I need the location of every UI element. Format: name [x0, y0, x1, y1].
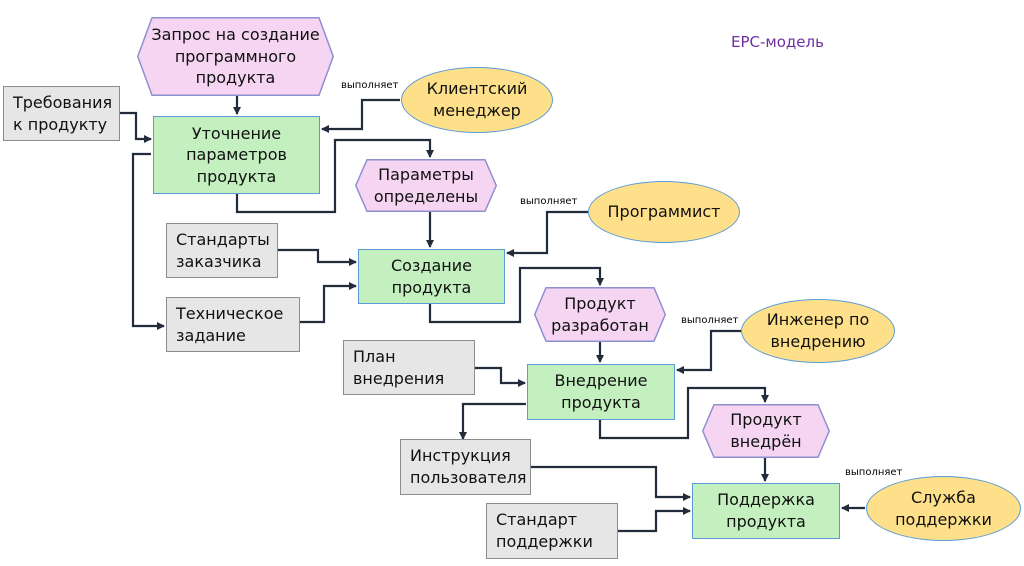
performs-label-support-service: выполняет — [845, 467, 903, 478]
info-customer-standards-label: Стандарты заказчика — [176, 229, 270, 271]
info-user-manual-label: Инструкция пользователя — [410, 446, 527, 487]
flow-user-manual-to-support — [531, 465, 691, 501]
org-support-service: Служба поддержки — [866, 476, 1021, 541]
info-requirements-label: Требования к продукту — [13, 92, 113, 134]
performs-label-programmer: выполняет — [520, 196, 578, 207]
flow-deploy-to-user-manual — [459, 402, 526, 440]
flow-create-to-product-developed — [428, 266, 604, 324]
flow-deploy-to-product-deployed — [598, 386, 769, 440]
diagram-title: EPC-модель — [731, 33, 824, 51]
org-programmer-label: Программист — [607, 202, 721, 222]
flow-programmer-to-create — [506, 210, 588, 257]
info-spec: Техническое задание — [166, 297, 300, 352]
org-client-manager-label: Клиентский менеджер — [426, 79, 528, 120]
flow-spec-to-create — [300, 282, 357, 324]
function-create: Создание продукта — [358, 249, 505, 304]
event-hexagon-shape — [533, 287, 667, 342]
org-support-service-label: Служба поддержки — [895, 487, 992, 529]
info-customer-standards: Стандарты заказчика — [166, 223, 278, 278]
event-hexagon-shape — [701, 404, 831, 458]
event-request-label: Запрос на создание программного продукта — [151, 25, 320, 88]
flow-client-manager-to-clarify — [321, 98, 400, 133]
event-params-defined-label: Параметры определены — [373, 164, 479, 206]
event-product-developed: Продукт разработан — [533, 287, 667, 342]
event-hexagon-shape — [354, 159, 498, 212]
org-client-manager: Клиентский менеджер — [401, 67, 553, 133]
info-support-standard-label: Стандарт поддержки — [496, 510, 593, 551]
event-hexagon-shape — [136, 17, 335, 96]
info-support-standard: Стандарт поддержки — [486, 503, 618, 559]
info-user-manual: Инструкция пользователя — [400, 439, 531, 495]
flow-deploy-plan-to-deploy — [475, 366, 526, 387]
info-requirements: Требования к продукту — [3, 86, 120, 141]
function-deploy: Внедрение продукта — [527, 364, 675, 420]
function-support-label: Поддержка продукта — [717, 490, 815, 531]
info-spec-label: Техническое задание — [176, 303, 284, 345]
org-programmer: Программист — [588, 181, 740, 243]
event-request: Запрос на создание программного продукта — [136, 17, 335, 96]
function-deploy-label: Внедрение продукта — [554, 371, 648, 412]
flow-engineer-to-deploy — [676, 329, 741, 374]
event-product-deployed: Продукт внедрён — [701, 404, 831, 458]
flow-requirements-to-clarify — [120, 111, 152, 143]
function-clarify: Уточнение параметров продукта — [153, 116, 320, 194]
org-deploy-engineer: Инженер по внедрению — [741, 299, 895, 363]
performs-label-client-manager: выполняет — [341, 80, 399, 91]
performs-label-deploy-engineer: выполняет — [681, 315, 739, 326]
function-create-label: Создание продукта — [390, 255, 473, 297]
event-product-developed-label: Продукт разработан — [551, 293, 649, 335]
info-deploy-plan-label: План внедрения — [353, 346, 445, 388]
flow-customer-standards-to-create — [278, 248, 357, 266]
info-deploy-plan: План внедрения — [343, 340, 475, 395]
event-product-deployed-label: Продукт внедрён — [730, 410, 802, 451]
function-clarify-label: Уточнение параметров продукта — [186, 123, 287, 186]
org-deploy-engineer-label: Инженер по внедрению — [766, 310, 870, 351]
flow-clarify-to-params-defined — [235, 138, 434, 214]
function-support: Поддержка продукта — [692, 483, 840, 539]
flow-clarify-to-spec — [131, 152, 165, 330]
flow-support-standard-to-support — [618, 507, 691, 533]
event-params-defined: Параметры определены — [354, 159, 498, 212]
